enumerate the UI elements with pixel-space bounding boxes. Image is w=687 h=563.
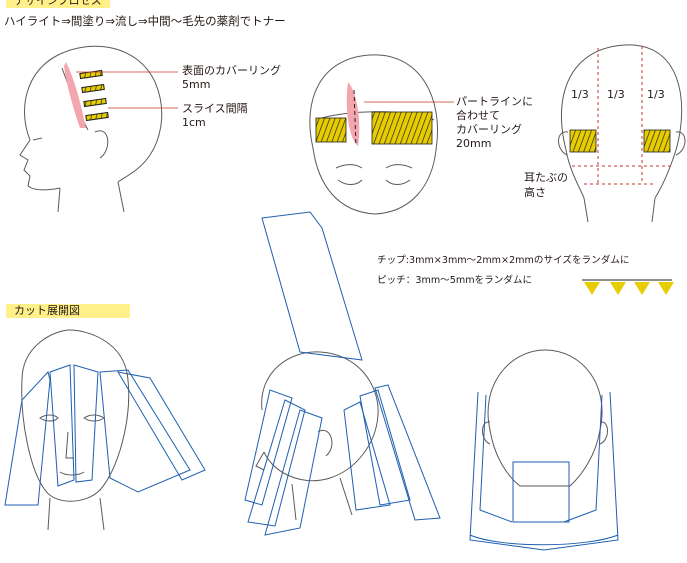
- cut-back-diagram: [469, 349, 619, 551]
- side-label-covering: 表面のカバーリング 5mm: [182, 64, 281, 92]
- cut-front-hair-left: [4, 370, 51, 506]
- cut-side-nose: [255, 451, 265, 471]
- chip-pitch-note: ピッチ：3mm〜5mmをランダムに: [377, 275, 533, 286]
- cut-back-center-panel: [512, 461, 570, 523]
- cut-side-head: [261, 351, 379, 482]
- back-section-label-2: 1/3: [607, 88, 625, 101]
- front-head-outline: [309, 54, 438, 215]
- side-head-diagram: [19, 45, 163, 213]
- back-left-ear: [558, 131, 569, 156]
- chip-triangles: [582, 279, 674, 295]
- cut-side-ear: [317, 429, 333, 457]
- back-section-label-1: 1/3: [571, 88, 589, 101]
- cut-side-strip-6: [374, 384, 441, 521]
- side-eye: [32, 137, 43, 141]
- back-head-left-side: [565, 149, 585, 199]
- back-left-slices: [569, 129, 597, 153]
- front-right-brow: [385, 164, 413, 169]
- back-ear-label-line2: 高さ: [524, 186, 546, 199]
- front-slice-strips-left: [315, 117, 347, 143]
- chip-size-note: チップ:3mm×3mm〜2mm×2mmのサイズをランダムに: [377, 255, 630, 266]
- cut-back-bottom-curve: [469, 534, 619, 546]
- front-label-line3: カバーリング: [456, 123, 522, 136]
- cut-front-right-eye: [83, 414, 105, 422]
- cut-front-neck: [47, 497, 105, 531]
- front-label-line1: パートラインに: [456, 95, 533, 108]
- cut-back-head: [487, 349, 603, 487]
- back-ear-label: 耳たぶの 高さ: [524, 170, 568, 200]
- side-label-slice-line1: スライス間隔: [182, 102, 248, 115]
- front-head-diagram: [309, 54, 438, 215]
- cut-front-section-center-right: [73, 364, 99, 483]
- side-neck: [57, 181, 125, 213]
- back-right-slices: [643, 129, 671, 153]
- front-left-eye: [337, 179, 363, 185]
- side-label-covering-line2: 5mm: [182, 78, 211, 91]
- front-left-brow: [335, 164, 363, 169]
- process-description: ハイライト⇒間塗り⇒流し⇒中間〜毛先の薬剤でトナー: [4, 14, 286, 28]
- cut-side-tall-panel: [261, 211, 363, 361]
- front-label-line4: 20mm: [456, 137, 492, 150]
- cut-front-nose: [65, 431, 74, 459]
- cut-front-section-center-left: [49, 364, 75, 487]
- cut-side-diagram: [244, 211, 441, 536]
- chip-triangle-3: [634, 282, 650, 295]
- side-label-slice: スライス間隔 1cm: [182, 102, 248, 130]
- cut-back-left-ear: [482, 421, 491, 445]
- cut-front-mouth: [59, 471, 85, 476]
- front-label-line2: 合わせて: [456, 109, 500, 122]
- front-right-eye: [385, 179, 411, 185]
- cut-side-strip-1: [244, 389, 293, 506]
- section-label-process: デザインプロセス: [6, 0, 110, 8]
- cut-side-strip-4: [343, 401, 391, 511]
- cut-back-inner-left: [479, 394, 513, 523]
- cut-side-strip-5: [359, 389, 411, 506]
- back-head-outline: [560, 44, 683, 199]
- side-label-covering-line1: 表面のカバーリング: [182, 64, 281, 77]
- cut-side-neck: [291, 477, 353, 521]
- cut-back-inner-right: [563, 394, 603, 523]
- front-label-covering: パートラインに 合わせて カバーリング 20mm: [456, 95, 533, 151]
- cut-front-head: [21, 329, 130, 502]
- back-ear-label-line1: 耳たぶの: [524, 171, 568, 184]
- back-section-label-3: 1/3: [647, 88, 665, 101]
- chip-triangle-2: [610, 282, 626, 295]
- cut-side-strip-2: [247, 399, 306, 527]
- cut-side-strip-3: [264, 409, 323, 536]
- front-part-dashed: [353, 89, 357, 147]
- chip-triangle-1: [584, 282, 600, 295]
- front-slice-strips-right: [371, 111, 433, 145]
- side-head-outline: [24, 45, 163, 183]
- cut-front-hair-right: [99, 369, 191, 493]
- side-face-profile: [19, 139, 61, 191]
- front-pink-part: [346, 82, 360, 146]
- section-label-cut: カット展開図: [6, 304, 130, 318]
- side-label-slice-line2: 1cm: [182, 116, 206, 129]
- chip-triangle-4: [658, 282, 674, 295]
- back-right-ear: [675, 131, 686, 156]
- back-neck: [583, 197, 656, 223]
- side-slice-strips: [79, 69, 109, 122]
- side-ear: [94, 130, 109, 159]
- back-head-diagram: [558, 44, 686, 223]
- cut-front-left-eye: [39, 414, 59, 422]
- cut-back-outer-hair: [469, 391, 619, 551]
- cut-front-diagram: [4, 329, 206, 531]
- cut-back-right-ear: [599, 421, 608, 445]
- side-pink-covering: [64, 62, 86, 128]
- cut-front-hair-far-right: [117, 371, 206, 481]
